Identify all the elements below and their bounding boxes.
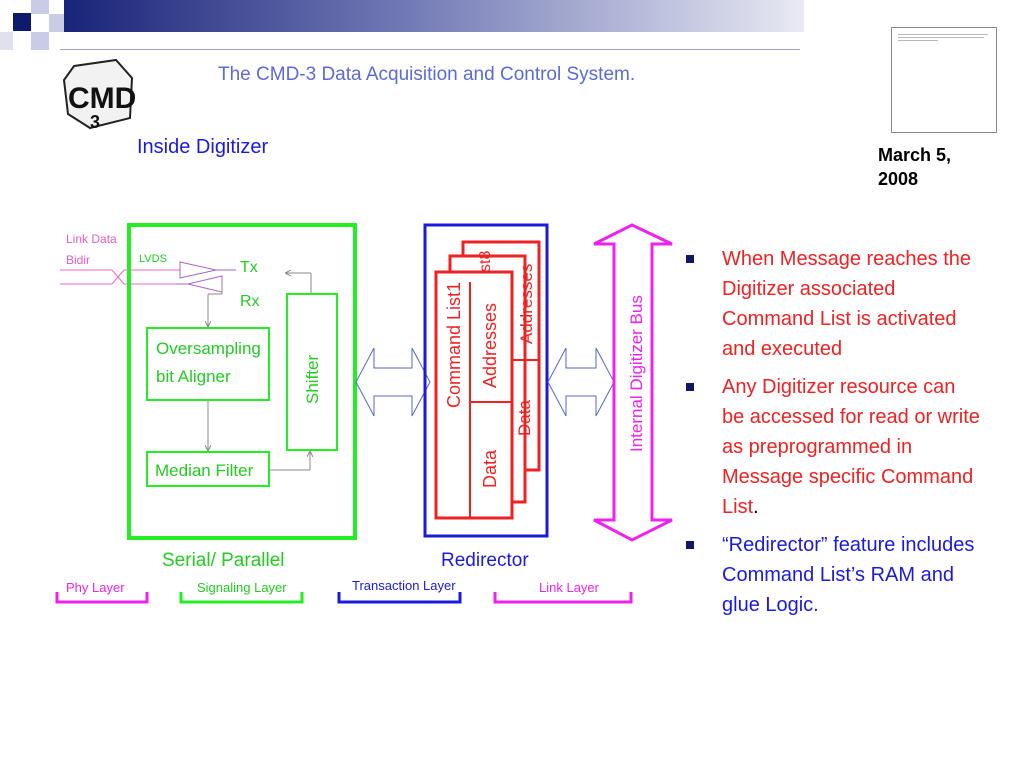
thumbnail-box	[891, 27, 997, 133]
logo-text: CMD	[68, 82, 136, 115]
addresses-label-back: Addresses	[517, 264, 536, 344]
slide-date: March 5, 2008	[878, 145, 952, 189]
internal-bus-label: Internal Digitizer Bus	[627, 295, 646, 452]
phy-layer-label: Phy Layer	[66, 580, 125, 595]
tx-label: Tx	[240, 259, 258, 276]
data-label-back: Data	[515, 400, 534, 436]
bullet-text-2: Any Digitizer resource can be accessed f…	[722, 376, 980, 518]
bullet-item: Any Digitizer resource can be accessed f…	[683, 372, 983, 522]
bullet-text-1: When Message reaches the Digitizer assoc…	[722, 248, 972, 360]
double-arrow-left	[355, 347, 431, 417]
corner-square-light-4	[0, 32, 13, 50]
data-label: Data	[480, 449, 500, 488]
link-data-label: Link Data	[66, 232, 117, 246]
rx-label: Rx	[240, 293, 260, 310]
double-arrow-right	[547, 347, 615, 417]
digitizer-diagram: Link Data Bidir LVDS Tx Rx Oversampling …	[55, 223, 673, 604]
bullet-square-icon	[686, 541, 694, 549]
page-subtitle: Inside Digitizer	[137, 136, 269, 158]
internal-digitizer-bus-arrow	[593, 223, 673, 542]
page-title: The CMD-3 Data Acquisition and Control S…	[218, 64, 636, 85]
st8-label: st8	[477, 251, 494, 272]
layer-brackets	[55, 592, 633, 604]
internal-wiring	[208, 273, 311, 471]
oversampling-label: Oversampling	[156, 339, 261, 358]
cmd3-logo: CMD 3	[62, 58, 136, 132]
bidir-label: Bidir	[66, 253, 90, 267]
corner-square-light-2	[49, 14, 67, 32]
header-gradient-bar	[64, 0, 804, 32]
bullet-item: When Message reaches the Digitizer assoc…	[683, 244, 983, 364]
signaling-layer-label: Signaling Layer	[197, 580, 287, 595]
oversampling-block	[146, 327, 270, 401]
redirector-block	[423, 223, 549, 538]
serial-parallel-block	[127, 223, 357, 540]
bullet-text-3: “Redirector” feature includes Command Li…	[722, 534, 975, 616]
bullet-list: When Message reaches the Digitizer assoc…	[683, 244, 983, 628]
logo-subtext: 3	[90, 112, 100, 132]
shifter-label: Shifter	[303, 355, 322, 404]
addresses-label: Addresses	[480, 303, 500, 388]
link-layer-label: Link Layer	[539, 580, 600, 595]
command-list1-label: Command List1	[444, 282, 464, 408]
bullet-square-icon	[686, 383, 694, 391]
header-rule	[60, 49, 800, 50]
lvds-label: LVDS	[139, 253, 167, 265]
shifter-block	[286, 293, 338, 451]
redirector-label: Redirector	[441, 550, 529, 571]
median-filter-block	[146, 451, 270, 487]
transaction-layer-label: Transaction Layer	[352, 578, 456, 593]
bullet-text-2-tail: .	[753, 496, 759, 518]
median-filter-label: Median Filter	[155, 461, 254, 480]
corner-square-navy	[13, 13, 31, 31]
command-list-stack	[434, 240, 541, 520]
serial-parallel-label: Serial/ Parallel	[162, 550, 285, 571]
lvds-buffers	[176, 261, 236, 293]
link-data-lines: Link Data Bidir	[60, 232, 180, 285]
bullet-square-icon	[686, 255, 694, 263]
corner-square-light-3	[31, 32, 49, 50]
bit-aligner-label: bit Aligner	[156, 367, 231, 386]
corner-square-light-1	[31, 0, 49, 14]
bullet-item: “Redirector” feature includes Command Li…	[683, 530, 983, 620]
